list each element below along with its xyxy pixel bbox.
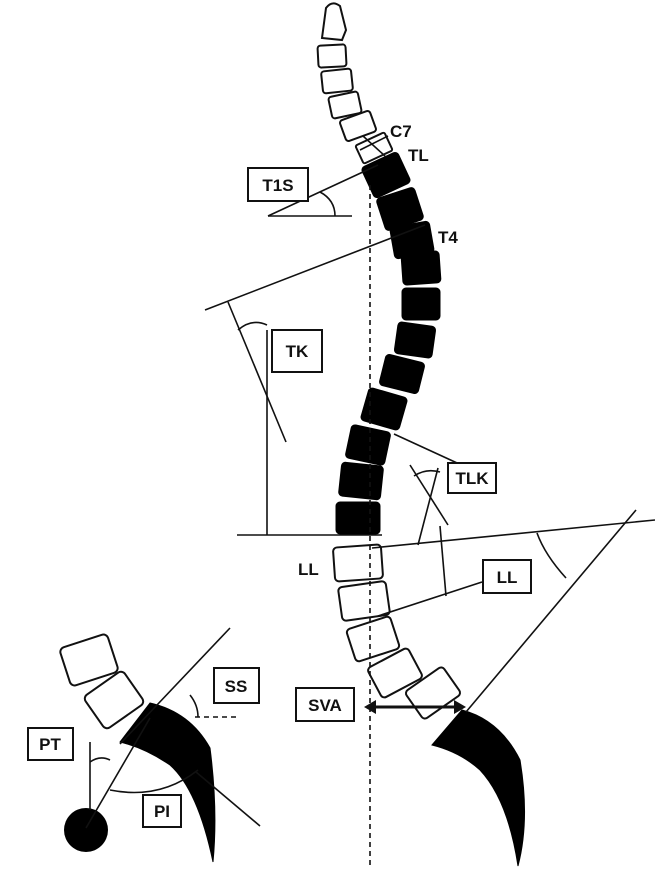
lumbar-lordosis-angle (371, 509, 655, 713)
thoracic-vertebrae (335, 151, 442, 535)
svg-text:TK: TK (286, 342, 309, 361)
label-tlk: TLK (447, 462, 497, 494)
sacrum (431, 709, 526, 867)
label-pi: PI (142, 794, 182, 828)
label-pt: PT (27, 727, 74, 761)
label-t4: T4 (438, 228, 458, 247)
svg-text:PI: PI (154, 802, 170, 821)
label-ll-box: LL (482, 559, 532, 594)
label-ll-plain: LL (298, 560, 319, 579)
sva-arrow (364, 700, 466, 714)
svg-text:TLK: TLK (455, 469, 489, 488)
t1-slope-angle (267, 164, 379, 217)
svg-text:T1S: T1S (262, 176, 293, 195)
pelvis-sacrum (119, 702, 216, 863)
label-tk: TK (271, 329, 323, 373)
lumbar-vertebrae (332, 543, 462, 720)
thoracic-kyphosis-angle (204, 224, 426, 536)
label-t1: TL (408, 146, 429, 165)
svg-text:SVA: SVA (308, 696, 342, 715)
cervical-vertebrae (316, 2, 394, 165)
c7-vertebra (354, 131, 394, 165)
label-sva: SVA (295, 687, 355, 722)
svg-text:PT: PT (39, 735, 61, 754)
label-t1s: T1S (247, 167, 309, 202)
svg-text:SS: SS (225, 677, 248, 696)
svg-text:LL: LL (497, 568, 518, 587)
label-ss: SS (213, 667, 260, 704)
label-c7: C7 (390, 122, 412, 141)
pelvis-detail (59, 627, 261, 863)
femoral-head (64, 808, 108, 852)
